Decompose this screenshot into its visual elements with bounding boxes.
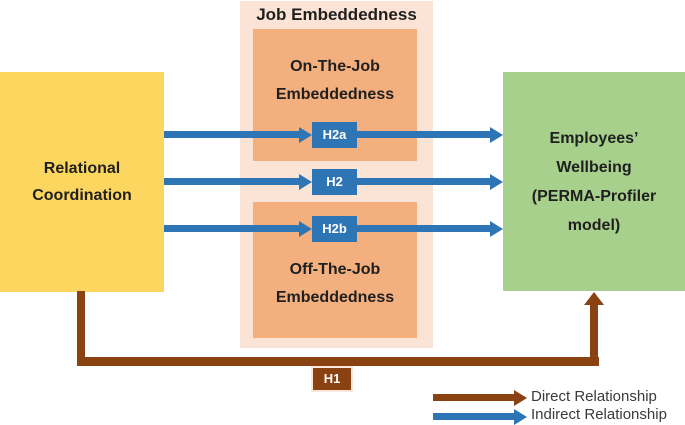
- h2-arrowhead-left-icon: [299, 174, 312, 190]
- employees-wellbeing-box: Employees’ Wellbeing (PERMA-Profiler mod…: [503, 72, 685, 291]
- on-the-job-label-line2: Embeddedness: [275, 86, 395, 103]
- on-the-job-label-line1: On-The-Job: [290, 58, 380, 75]
- relational-label-line1: Relational: [43, 160, 121, 177]
- h2b-arrow-shaft-right: [357, 225, 491, 232]
- h2-label: H2: [312, 169, 357, 195]
- h2-arrow-shaft-right: [357, 178, 491, 185]
- job-embeddedness-title: Job Embeddedness: [256, 5, 417, 24]
- h1-path-horizontal: [77, 357, 599, 366]
- legend-indirect-arrowhead-icon: [514, 409, 527, 425]
- off-the-job-label-line1: Off-The-Job: [289, 261, 381, 278]
- wellbeing-label-line1: Employees’: [549, 129, 639, 147]
- legend-direct-label: Direct Relationship: [531, 388, 657, 405]
- h2b-arrowhead-right-icon: [490, 221, 503, 237]
- legend-indirect-label: Indirect Relationship: [531, 406, 667, 423]
- h1-path-vertical-up: [590, 304, 598, 366]
- h1-arrowhead-up-icon: [584, 292, 604, 305]
- h2b-arrow-shaft-left: [164, 225, 300, 232]
- wellbeing-label-line4: model): [567, 216, 621, 234]
- h2-arrow-shaft-left: [164, 178, 300, 185]
- off-the-job-label-line2: Embeddedness: [275, 289, 395, 306]
- h2a-arrowhead-right-icon: [490, 127, 503, 143]
- h1-path-vertical-down: [77, 291, 85, 366]
- h2a-arrowhead-left-icon: [299, 127, 312, 143]
- h2b-arrowhead-left-icon: [299, 221, 312, 237]
- wellbeing-label-line2: Wellbeing: [556, 158, 632, 176]
- legend-direct-arrowhead-icon: [514, 390, 527, 406]
- legend-indirect-arrow-shaft: [433, 413, 514, 420]
- h1-label: H1: [311, 366, 353, 392]
- off-the-job-embeddedness-box: Off-The-Job Embeddedness: [253, 202, 417, 338]
- relational-coordination-box: Relational Coordination: [0, 72, 164, 292]
- wellbeing-label-line3: (PERMA-Profiler: [531, 187, 657, 205]
- h2b-label: H2b: [312, 216, 357, 242]
- h2a-label: H2a: [312, 122, 357, 148]
- h2a-arrow-shaft-right: [357, 131, 491, 138]
- h2a-arrow-shaft-left: [164, 131, 300, 138]
- relational-label-line2: Coordination: [32, 187, 132, 204]
- legend-direct-arrow-shaft: [433, 394, 514, 401]
- h2-arrowhead-right-icon: [490, 174, 503, 190]
